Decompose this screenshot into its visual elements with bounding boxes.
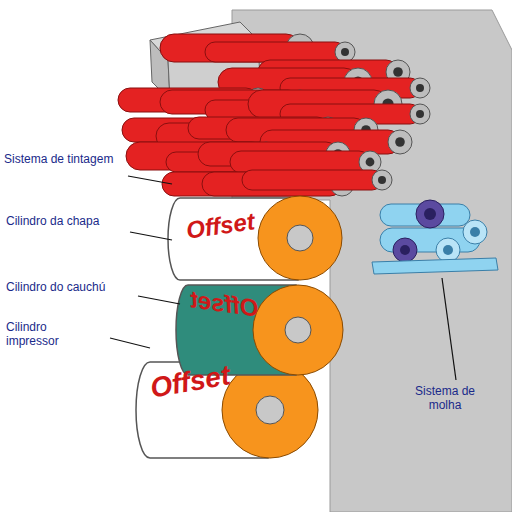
- ink-rollers: [118, 34, 430, 196]
- water-rollers: [416, 200, 444, 228]
- part-label: Cilindro do cauchú: [6, 280, 136, 294]
- ink-roller: [366, 158, 375, 167]
- ink-roller: [205, 42, 355, 62]
- part-label: Sistema de molha: [410, 384, 480, 412]
- ink-roller: [242, 170, 392, 190]
- leader-lines: [110, 338, 150, 348]
- ink-roller: [378, 176, 386, 184]
- impression-cylinder: [222, 362, 318, 458]
- ink-roller: [393, 67, 403, 77]
- part-label: Sistema de tintagem: [4, 152, 134, 166]
- blanket-cylinder: [253, 285, 343, 375]
- leader-lines: [442, 278, 456, 380]
- ink-roller: [416, 84, 424, 92]
- water-rollers: [443, 245, 453, 255]
- water-rollers: [470, 227, 480, 237]
- ink-roller: [341, 48, 349, 56]
- ink-roller: [335, 42, 355, 62]
- blanket-cylinder: [176, 285, 343, 375]
- ink-roller: [416, 110, 424, 118]
- water-rollers: [400, 245, 410, 255]
- ink-roller: [410, 104, 430, 124]
- leader-lines: [138, 296, 180, 304]
- impression-cylinder: [256, 396, 284, 424]
- part-label: Cilindro da chapa: [6, 214, 136, 228]
- water-rollers: [436, 238, 460, 262]
- ink-roller: [372, 170, 392, 190]
- plate-cylinder: [287, 225, 313, 251]
- ink-roller: [242, 170, 382, 190]
- plate-cylinder: [168, 196, 342, 280]
- leader-lines: [128, 176, 172, 184]
- ink-roller: [205, 42, 345, 62]
- water-rollers: [393, 238, 417, 262]
- plate-cylinder: [258, 196, 342, 280]
- water-rollers: [372, 258, 498, 274]
- water-rollers: [463, 220, 487, 244]
- water-rollers: [424, 208, 436, 220]
- ink-roller: [388, 130, 412, 154]
- ink-roller: [395, 137, 405, 147]
- ink-roller: [410, 78, 430, 98]
- water-rollers: [372, 200, 498, 274]
- blanket-cylinder: [285, 317, 311, 343]
- part-label: Cilindro impressor: [6, 320, 76, 348]
- leader-lines: [110, 176, 456, 380]
- leader-lines: [130, 232, 172, 240]
